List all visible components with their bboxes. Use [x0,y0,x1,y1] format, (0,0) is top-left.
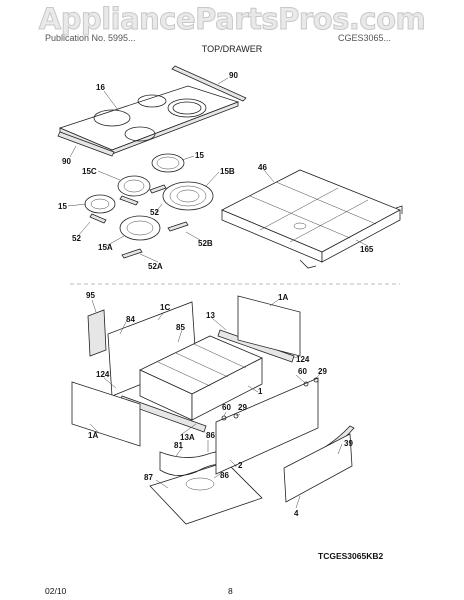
label-84: 84 [126,315,135,324]
label-2: 2 [238,461,243,470]
label-90: 90 [62,157,71,166]
label-15: 15 [58,202,67,211]
label-86: 86 [206,431,215,440]
drawer-side-panel-left [71,381,141,447]
label-86: 86 [220,471,229,480]
diagram-code: TCGES3065KB2 [318,551,384,561]
drawer-back-panel [237,295,301,357]
label-52a: 52A [148,262,163,271]
drawer-front-frame [215,377,319,475]
label-1a: 1A [88,431,98,440]
label-39: 39 [344,439,353,448]
cooktop-glass [58,85,240,155]
label-60: 60 [298,367,307,376]
label-85: 85 [176,323,185,332]
top-frame [221,169,403,269]
label-52b: 52B [198,239,213,248]
screw [303,381,309,387]
footer-page-number: 8 [228,586,233,596]
label-124: 124 [296,355,310,364]
label-52: 52 [72,234,81,243]
screw [233,413,239,419]
label-95: 95 [86,291,95,300]
label-16: 16 [96,83,105,92]
label-15c: 15C [82,167,97,176]
part-labels-drawer: 95 84 1C 85 13 1A 124 60 29 124 1 60 29 … [86,291,353,518]
rear-trim-strip [171,65,247,102]
label-81: 81 [174,441,183,450]
label-15a: 15A [98,243,113,252]
label-1c: 1C [160,303,170,312]
label-124: 124 [96,370,110,379]
label-29: 29 [238,403,247,412]
side-bracket [87,309,107,357]
front-trim-strip [57,131,115,157]
label-15b: 15B [220,167,235,176]
publication-number: Publication No. 5995... [45,33,136,43]
label-13a: 13A [180,433,195,442]
drawer-front-panel [283,433,353,503]
drawer-floor [149,461,263,525]
label-87: 87 [144,473,153,482]
label-60: 60 [222,403,231,412]
label-29: 29 [318,367,327,376]
label-1: 1 [258,387,263,396]
label-90: 90 [229,71,238,80]
label-52: 52 [150,208,159,217]
label-1a: 1A [278,293,288,302]
label-4: 4 [294,509,299,518]
watermark: AppliancePartsPros.com [38,2,426,37]
leader-lines-drawer [89,299,343,509]
label-15: 15 [195,151,204,160]
part-labels-top: 90 16 90 15 15C 15B 46 15 52 52 15A 52B … [58,71,374,271]
label-13: 13 [206,311,215,320]
surface-elements [84,153,214,259]
section-title: TOP/DRAWER [201,44,263,54]
footer-date: 02/10 [45,586,67,596]
leader-lines [67,77,369,263]
drawer-pan [139,335,263,421]
model-number: CGES3065... [338,33,392,43]
label-165: 165 [360,245,374,254]
label-46: 46 [258,163,267,172]
